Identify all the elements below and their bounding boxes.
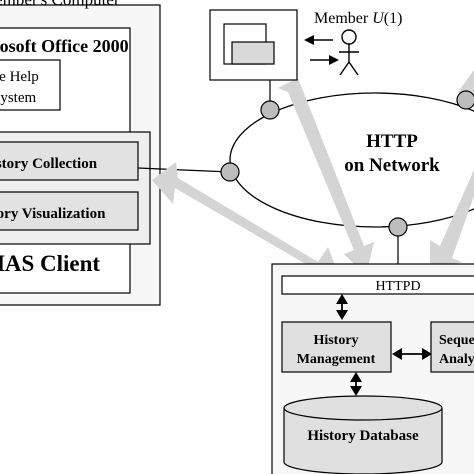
ihas-client-label: IHAS Client — [0, 251, 100, 276]
history-collection-box[interactable] — [0, 141, 139, 181]
history-collection-label: History Collection — [0, 156, 98, 172]
history-management-line1: History — [313, 333, 358, 348]
member-user: Member U(1) — [304, 10, 402, 76]
online-help-system-box — [0, 59, 61, 111]
online-help-line2: System — [0, 90, 37, 106]
online-help-line1: Online Help — [0, 69, 39, 85]
httpd-box[interactable] — [281, 275, 474, 295]
history-visualization-box[interactable] — [0, 191, 139, 231]
server-panel: HTTPD History Management Sequence Analys… — [271, 263, 474, 474]
node-right — [456, 90, 474, 110]
history-database-label: History Database — [307, 428, 419, 444]
office-2000-label: Microsoft Office 2000 — [0, 36, 129, 56]
stick-figure-icon — [339, 29, 359, 76]
network-line2: on Network — [344, 155, 440, 176]
node-server — [388, 217, 408, 237]
member-computer-panel: Member's Computer Microsoft Office 2000 … — [0, 0, 161, 306]
right-flow-arrow — [430, 170, 474, 272]
request-arrows — [304, 35, 339, 65]
member-label: Member U(1) — [314, 10, 402, 27]
history-management-line2: Management — [297, 352, 376, 367]
client-server-flow-arrow — [152, 162, 340, 284]
sequence-analysis-line1: Sequence — [439, 333, 474, 348]
management-database-arrow — [350, 372, 362, 396]
network-ellipse — [229, 92, 474, 228]
node-member-terminal — [260, 100, 280, 120]
member-label-prefix: Member — [314, 10, 372, 27]
history-management-box[interactable] — [281, 321, 392, 373]
member-computer-title: Member's Computer — [0, 0, 120, 9]
history-visualization-label: History Visualization — [0, 206, 106, 222]
terminal-window-front — [231, 41, 275, 65]
httpd-history-arrow — [336, 294, 348, 320]
member-terminal — [209, 9, 298, 81]
network-cloud: HTTP on Network — [229, 92, 474, 228]
member-label-var: U — [372, 10, 385, 27]
management-sequence-arrow — [392, 348, 432, 360]
sequence-analysis-line2: Analysis — [439, 352, 474, 367]
network-line1: HTTP — [366, 131, 418, 152]
node-client — [220, 162, 240, 182]
link-client-to-network — [137, 167, 231, 173]
history-database-cylinder[interactable] — [283, 395, 443, 474]
network-nodes — [220, 90, 474, 237]
httpd-label: HTTPD — [375, 279, 420, 294]
sequence-analysis-box[interactable] — [430, 321, 474, 373]
member-label-suffix: (1) — [384, 10, 403, 27]
member-server-flow-arrow — [278, 78, 374, 276]
